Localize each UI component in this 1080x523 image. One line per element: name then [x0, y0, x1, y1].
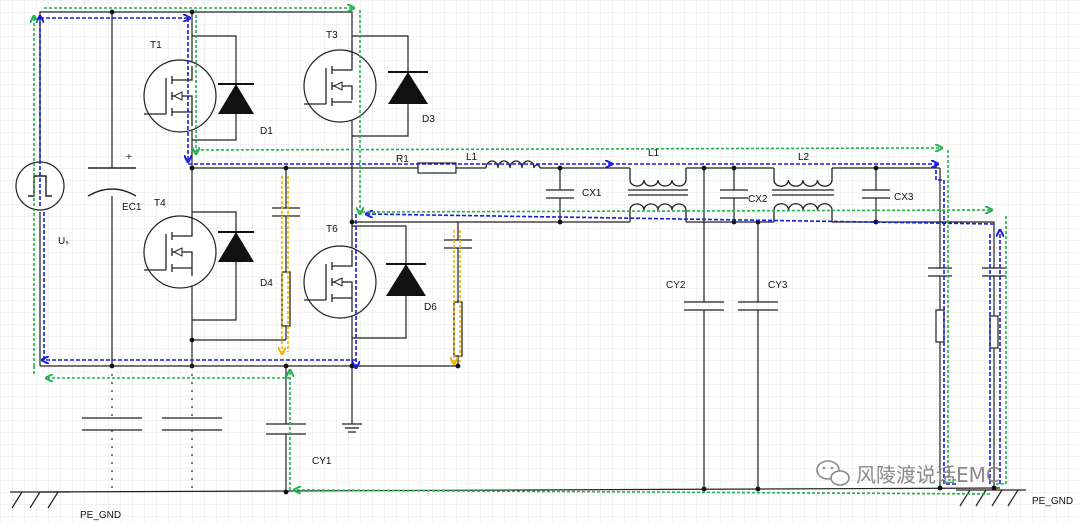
mosfet-t6 [303, 245, 377, 319]
capacitors-y [266, 267, 1006, 435]
parasitic-capacitors [82, 417, 222, 431]
label-source: Uₛ [58, 236, 69, 247]
current-path-blue [40, 18, 1000, 485]
label-d1: D1 [260, 126, 273, 137]
label-cy2: CY2 [666, 280, 686, 291]
label-r1: R1 [396, 154, 409, 165]
label-cy1: CY1 [312, 456, 332, 467]
label-d4: D4 [260, 278, 273, 289]
snubber-d4-side [272, 207, 300, 327]
label-ec1: EC1 [122, 202, 142, 213]
mosfet-t4 [143, 214, 217, 289]
diode-d4 [218, 231, 254, 262]
mosfet-t1 [143, 59, 217, 133]
label-cy3: CY3 [768, 280, 788, 291]
current-path-green [34, 8, 1007, 495]
diode-d3 [388, 71, 428, 104]
label-ec1-plus: + [126, 152, 132, 163]
pe-gnd-right-symbol [956, 489, 1026, 507]
label-t1: T1 [150, 40, 162, 51]
label-pe-gnd-right: PE_GND [1032, 496, 1073, 507]
label-d3: D3 [422, 114, 435, 125]
current-path-orange [282, 176, 461, 362]
inductor-l1 [485, 160, 541, 169]
mosfet-t3 [303, 40, 377, 123]
pe-gnd-left-symbol [10, 491, 70, 509]
label-d6: D6 [424, 302, 437, 313]
label-cx3: CX3 [894, 192, 914, 203]
label-l2: L2 [798, 152, 810, 163]
capacitors-x [546, 189, 890, 199]
resistor-r1 [417, 162, 457, 174]
label-pe-gnd-left: PE_GND [80, 510, 121, 521]
label-t6: T6 [326, 224, 338, 235]
common-mode-choke-l1 [628, 168, 688, 222]
diode-d6 [386, 263, 426, 296]
watermark-text: 风陵渡说话EMC [856, 463, 1000, 487]
diode-d1 [218, 83, 254, 114]
snubber-d6-side [444, 239, 472, 357]
wechat-icon [816, 460, 850, 486]
capacitor-ec1 [87, 167, 137, 197]
label-t3: T3 [326, 30, 338, 41]
label-l1-inductor: L1 [466, 152, 478, 163]
resistor-lisn-2 [989, 315, 999, 349]
watermark: 风陵渡说话EMC [816, 460, 1000, 487]
resistor-lisn-1 [935, 309, 945, 343]
label-cx2: CX2 [748, 194, 768, 205]
label-t4: T4 [154, 198, 166, 209]
label-l1-choke: L1 [648, 148, 660, 159]
label-cx1: CX1 [582, 188, 602, 199]
ground-symbol-t6 [342, 423, 362, 433]
